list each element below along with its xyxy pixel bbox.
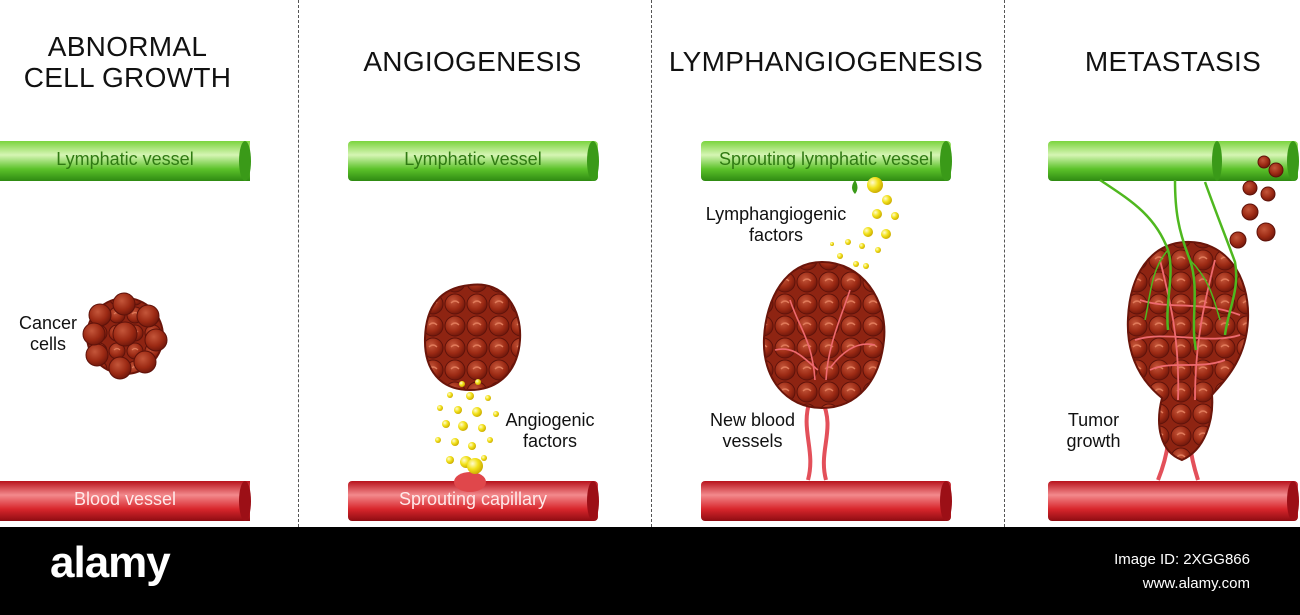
tumor-growth-label-line-1: Tumor [1056, 410, 1131, 431]
tumor-growth-label-line-2: growth [1056, 431, 1131, 452]
image-id-line: Image ID: 2XGG866 [1114, 548, 1250, 572]
cancer-cells-label-line-2: cells [8, 334, 88, 355]
new-blood-vessels-label-line-1: New blood [700, 410, 805, 431]
blood-vessel-label-1: Blood vessel [0, 489, 250, 510]
sprouting-capillary-label: Sprouting capillary [348, 489, 598, 510]
tumor-lymphangiogenesis [764, 262, 885, 408]
cancer-cells-cluster [83, 293, 167, 379]
blood-vessel-4 [1048, 481, 1299, 521]
cancer-cells-label: Cancer cells [8, 313, 88, 355]
angiogenic-factors-label-line-2: factors [495, 431, 605, 452]
new-blood-vessels-label: New blood vessels [700, 410, 805, 452]
panel-title-abnormal-cell-growth: ABNORMAL CELL GROWTH [10, 31, 245, 93]
lymphatic-vessel-label-1: Lymphatic vessel [0, 149, 250, 170]
panel-divider-3 [1004, 0, 1005, 527]
panel-divider-1 [298, 0, 299, 527]
blood-vessel-3 [701, 481, 952, 521]
tumor-metastasis [1128, 242, 1248, 460]
angiogenic-factors-dots [435, 379, 499, 474]
panel-divider-2 [651, 0, 652, 527]
angiogenic-factors-label: Angiogenic factors [495, 410, 605, 452]
image-id-info: Image ID: 2XGG866 www.alamy.com [1114, 548, 1250, 596]
lymphatic-vessel-label-2: Lymphatic vessel [348, 149, 598, 170]
brand-logo: alamy [50, 538, 170, 588]
panel-title-lymphangiogenesis: LYMPHANGIOGENESIS [656, 46, 996, 77]
watermark-footer [0, 527, 1300, 615]
diagram-canvas: ABNORMAL CELL GROWTH Lymphatic vessel Bl… [0, 0, 1300, 527]
panel-title-metastasis: METASTASIS [1048, 46, 1298, 77]
panel-title-angiogenesis: ANGIOGENESIS [325, 46, 620, 77]
tumor-growth-label: Tumor growth [1056, 410, 1131, 452]
new-blood-vessels-label-line-2: vessels [700, 431, 805, 452]
tumor-angiogenesis [425, 284, 520, 390]
panel-title-line-2: CELL GROWTH [10, 62, 245, 93]
cancer-cells-label-line-1: Cancer [8, 313, 88, 334]
lymphangiogenic-factors-label-line-1: Lymphangiogenic [696, 204, 856, 225]
angiogenic-factors-label-line-1: Angiogenic [495, 410, 605, 431]
lymphangiogenic-factors-label: Lymphangiogenic factors [696, 204, 856, 246]
lymphangiogenic-factors-label-line-2: factors [696, 225, 856, 246]
image-url-line: www.alamy.com [1114, 572, 1250, 596]
sprouting-lymphatic-vessel-label: Sprouting lymphatic vessel [701, 149, 951, 170]
panel-title-line-1: ABNORMAL [10, 31, 245, 62]
